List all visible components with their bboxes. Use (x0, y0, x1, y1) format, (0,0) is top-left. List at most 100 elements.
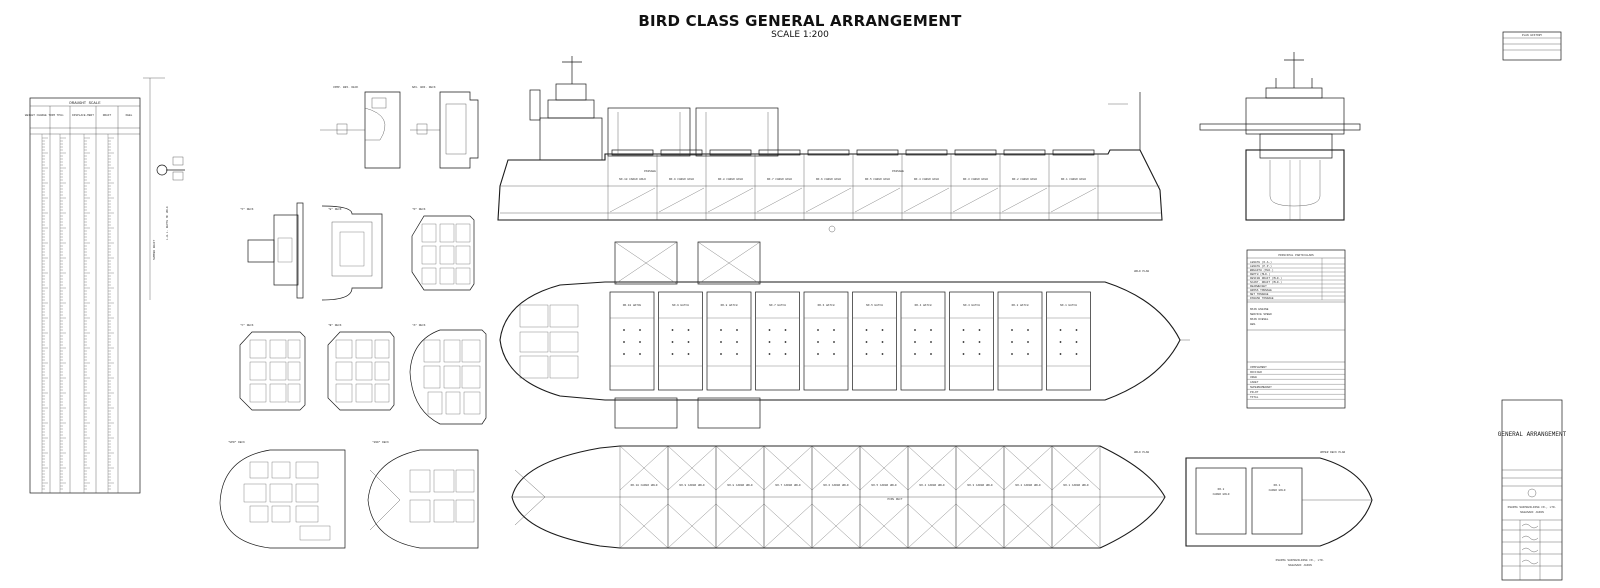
hatch-cover-label: NO.9 HATCH (672, 304, 689, 307)
d-deck-plan: "D" DECK (411, 207, 475, 291)
complement-row: SUPERNUMERARY (1250, 386, 1272, 389)
hatch-cover-label: NO.6 HATCH (818, 304, 835, 307)
svg-text:NO.1: NO.1 (1274, 484, 1281, 487)
svg-text:L.W.L. DEPTH OF HOLD: L.W.L. DEPTH OF HOLD (166, 206, 169, 240)
upper-deck-small-plan: "UPR" DECK (219, 440, 346, 549)
hatch-cover-label: NO.3 HATCH (963, 304, 980, 307)
svg-text:CARGO HOLD: CARGO HOLD (1269, 489, 1286, 492)
hatch-cover-label: NO.7 HATCH (769, 304, 786, 307)
particular-row: BREADTH (MLD.) (1250, 268, 1274, 272)
hold-bay-label: NO.7 CARGO HOLD (775, 484, 800, 487)
e-deck-label: "E" DECK (328, 207, 342, 211)
hatch-cover-label: NO.8 HATCH (721, 304, 738, 307)
particular-row: MAIN DIESEL (1250, 318, 1269, 321)
draught-header-keel: KEEL (126, 114, 133, 117)
hatch-cover-label: NO.2 HATCH (1012, 304, 1029, 307)
upr-deck-label: "UPR" DECK (228, 440, 245, 444)
hold-bay-label: NO.10 CARGO HOLD (631, 484, 658, 487)
a-deck-plan: "A" DECK (409, 323, 487, 425)
2nd-deck-label: "2ND" DECK (372, 440, 389, 444)
midship-section (1199, 52, 1361, 221)
draught-header-draft: DRAFT (103, 114, 112, 117)
plan-name: GENERAL ARRANGEMENT (1498, 431, 1567, 438)
hold-bay-label: NO.2 CARGO HOLD (1015, 484, 1040, 487)
complement-row: COMPLEMENT (1250, 366, 1267, 369)
plan-history-box: PLAN HISTORY (1502, 31, 1562, 61)
f-deck-plan: "F" DECK (240, 202, 304, 299)
profile-hold-label: NO.5 CARGO HOLD (865, 178, 890, 181)
particular-row: DEADWEIGHT (1250, 285, 1267, 288)
drawing-scale: SCALE 1:200 (771, 30, 829, 40)
b-deck-plan: "B" DECK (327, 323, 395, 411)
draught-scale-table: DRAUGHT SCALE WEIGHT CHANGE TRIM TPCm DI… (25, 77, 185, 494)
hold-bay-label: NO.4 CARGO HOLD (919, 484, 944, 487)
pipe-duct-label: PIPE DUCT (887, 498, 902, 501)
b-deck-label: "B" DECK (328, 323, 342, 327)
hatch-cover-label: NO.5 HATCH (866, 304, 883, 307)
svg-text:NO.2: NO.2 (1218, 488, 1225, 491)
c-deck-plan: "C" DECK (239, 323, 306, 411)
particular-row: GROSS TONNAGE (1250, 289, 1272, 292)
draught-header-tpc: TPCm (57, 114, 64, 117)
principal-particulars-title: PRINCIPAL PARTICULARS (1278, 254, 1314, 257)
svg-text:PASSAGE: PASSAGE (644, 170, 656, 173)
particular-row: MAIN ENGINE (1250, 308, 1269, 311)
profile-hold-label: NO.10 CARGO HOLD (619, 178, 646, 181)
upper-deck-plan-right-label: UPPER DECK PLAN (1320, 451, 1345, 454)
second-deck-small-plan: "2ND" DECK (367, 440, 479, 549)
svg-text:CARGO HOLD: CARGO HOLD (1213, 493, 1230, 496)
complement-row: PILOT (1250, 391, 1259, 394)
profile-hold-label: NO.8 CARGO HOLD (718, 178, 743, 181)
builder-location-bottom: NAGASAKI JAPAN (1288, 564, 1312, 567)
profile-hold-label: NO.7 CARGO HOLD (767, 178, 792, 181)
e-deck-plan: "E" DECK (321, 205, 383, 301)
complement-row: OFFICER (1250, 371, 1262, 374)
profile-hold-label: NO.4 CARGO HOLD (914, 178, 939, 181)
f-deck-label: "F" DECK (240, 207, 254, 211)
complement-row: TOTAL (1250, 396, 1259, 399)
particular-row: SCANT. DRAFT (MLD.) (1250, 280, 1282, 284)
profile-passage-label: PASSAGE (892, 170, 904, 173)
particular-row: PANAMA TONNAGE (1250, 297, 1274, 300)
nav-deck-label: NAV. BRI. DECK (412, 86, 436, 89)
hatch-cover-label: NO.10 HATCH (623, 304, 642, 307)
particular-row: LENGTH (O.A.) (1250, 260, 1272, 264)
principal-particulars-table: PRINCIPAL PARTICULARS LENGTH (O.A.)LENGT… (1246, 249, 1346, 409)
draught-scale-ticks (42, 137, 114, 490)
profile-hold-label: NO.1 CARGO HOLD (1061, 178, 1086, 181)
draught-header-displacement: DISPLACE-MENT (72, 114, 94, 117)
upper-deck-plan-view: HOLD PLAN NO.10 HATCH NO.9 HATCH NO.8 HATC… (499, 241, 1190, 429)
hold-bay-label: NO.8 CARGO HOLD (727, 484, 752, 487)
builder-location: NAGASAKI JAPAN (1520, 511, 1544, 514)
upper-deck-plan-label: HOLD PLAN (1134, 270, 1149, 273)
complement-row: CADET (1250, 381, 1259, 384)
particular-row: NET TONNAGE (1250, 293, 1269, 296)
profile-hold-label: NO.3 CARGO HOLD (963, 178, 988, 181)
title-block: GENERAL ARRANGEMENT OSHIMA SHIPBUILDING … (1498, 399, 1567, 581)
builder-name-bottom: OSHIMA SHIPBUILDING CO., LTD. (1276, 559, 1325, 562)
hold-bay-label: NO.1 CARGO HOLD (1063, 484, 1088, 487)
svg-text:SUMMER DRAFT: SUMMER DRAFT (153, 240, 156, 260)
ship-profile: PASSAGE PASSAGE NO.10 CARGO HOLD NO.9 CAR… (497, 56, 1163, 233)
forward-upper-deck-plan: UPPER DECK PLAN NO.2 CARGO HOLD NO.1 CAR… (1185, 451, 1373, 547)
hold-bay-label: NO.3 CARGO HOLD (967, 484, 992, 487)
particular-row: DESIGN DRAFT (MLD.) (1250, 276, 1282, 280)
profile-hold-label: NO.9 CARGO HOLD (669, 178, 694, 181)
compass-deck-plan: COMP. BRI. DECK (320, 86, 401, 169)
drawing-title: BIRD CLASS GENERAL ARRANGEMENT (638, 12, 962, 30)
particular-row: SERVICE SPEED (1250, 313, 1272, 316)
draught-scale-title: DRAUGHT SCALE (69, 102, 101, 106)
particular-row: DEPTH (MLD.) (1250, 272, 1270, 276)
particular-row: LENGTH (P.P.) (1250, 264, 1272, 268)
compass-deck-label: COMP. BRI. DECK (333, 86, 358, 89)
draught-header-weight: WEIGHT CHANGE TRIM (25, 114, 56, 117)
complement-row: CREW (1250, 376, 1257, 379)
hold-bay-label: NO.5 CARGO HOLD (871, 484, 896, 487)
hold-plan-label: HOLD PLAN (1134, 451, 1149, 454)
profile-hold-label: NO.6 CARGO HOLD (816, 178, 841, 181)
hatch-cover-label: NO.1 HATCH (1060, 304, 1077, 307)
profile-hold-label: NO.2 CARGO HOLD (1012, 178, 1037, 181)
d-deck-label: "D" DECK (412, 207, 426, 211)
